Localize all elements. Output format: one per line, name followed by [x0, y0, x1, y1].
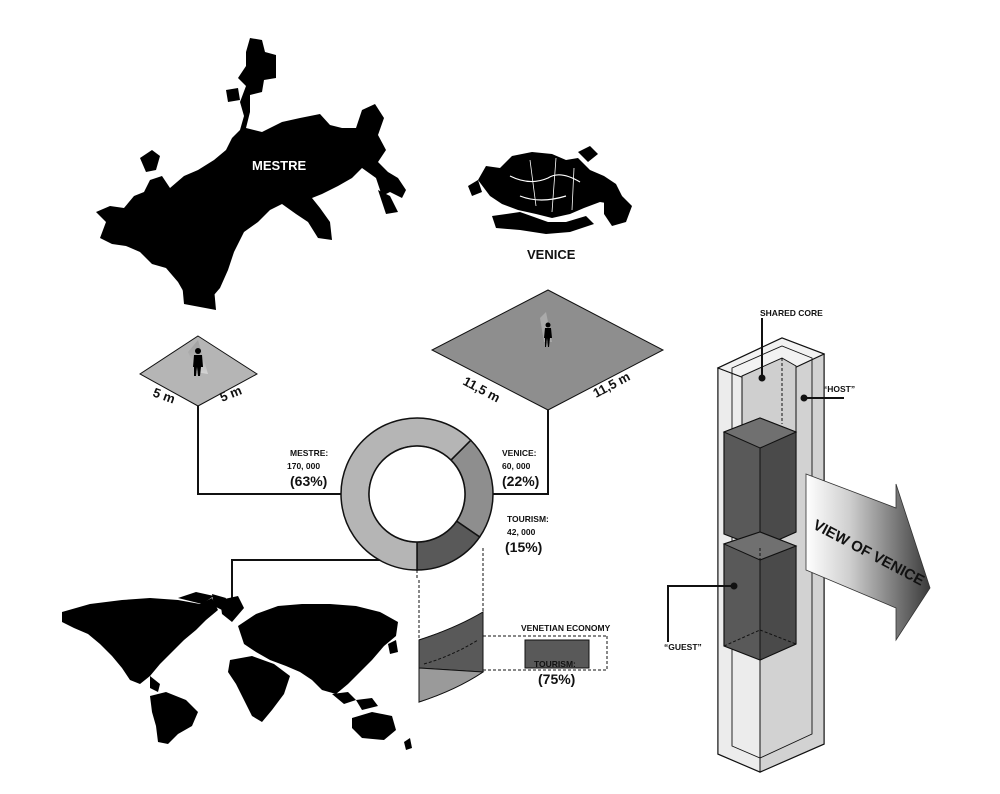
population-donut-chart [340, 417, 494, 578]
economy-bar-label: TOURISM: [534, 659, 576, 669]
donut-label-tourism: TOURISM: 42, 000 (15%) [505, 514, 549, 555]
mestre-scale-square: 5 m 5 m [139, 335, 258, 407]
venice-map: VENICE [468, 146, 632, 262]
donut-hole [368, 445, 466, 543]
mestre-connector [197, 406, 356, 495]
mestre-population-count: 170, 000 [287, 461, 320, 471]
mestre-population-name: MESTRE: [290, 448, 328, 458]
tourism-population-name: TOURISM: [507, 514, 549, 524]
mestre-map-label: MESTRE [252, 158, 307, 173]
donut-label-venice: VENICE: 60, 000 (22%) [502, 448, 539, 489]
tourism-population-count: 42, 000 [507, 527, 536, 537]
economy-title: VENETIAN ECONOMY [521, 623, 611, 633]
mestre-map: MESTRE [96, 38, 406, 310]
mestre-population-pct: (63%) [290, 473, 327, 489]
mestre-side-left-label: 5 m [151, 385, 177, 407]
venice-connector [478, 410, 549, 495]
venice-population-count: 60, 000 [502, 461, 531, 471]
tower-diagram: VIEW OF VENICE SHARED CORE “HOST” “GUEST… [664, 308, 931, 773]
person-silhouette-icon [193, 348, 203, 376]
person-silhouette-icon [544, 322, 552, 347]
shared-core-label: SHARED CORE [760, 308, 823, 318]
world-map [62, 592, 412, 750]
venice-population-name: VENICE: [502, 448, 537, 458]
host-label: “HOST” [823, 384, 855, 394]
venice-scale-square: 11,5 m 11,5 m [430, 289, 665, 411]
venice-population-pct: (22%) [502, 473, 539, 489]
tourism-segment-extrusion [418, 548, 608, 703]
venice-map-label: VENICE [527, 247, 576, 262]
guest-label: “GUEST” [664, 642, 702, 652]
venetian-economy-block: VENETIAN ECONOMY TOURISM: (75%) [521, 623, 611, 687]
donut-label-mestre: MESTRE: 170, 000 (63%) [287, 448, 328, 489]
tourism-population-pct: (15%) [505, 539, 542, 555]
economy-tourism-pct: (75%) [538, 671, 575, 687]
guest-leader [667, 585, 734, 642]
economy-tourism-bar [524, 639, 590, 669]
view-of-venice-arrow: VIEW OF VENICE [805, 473, 931, 642]
